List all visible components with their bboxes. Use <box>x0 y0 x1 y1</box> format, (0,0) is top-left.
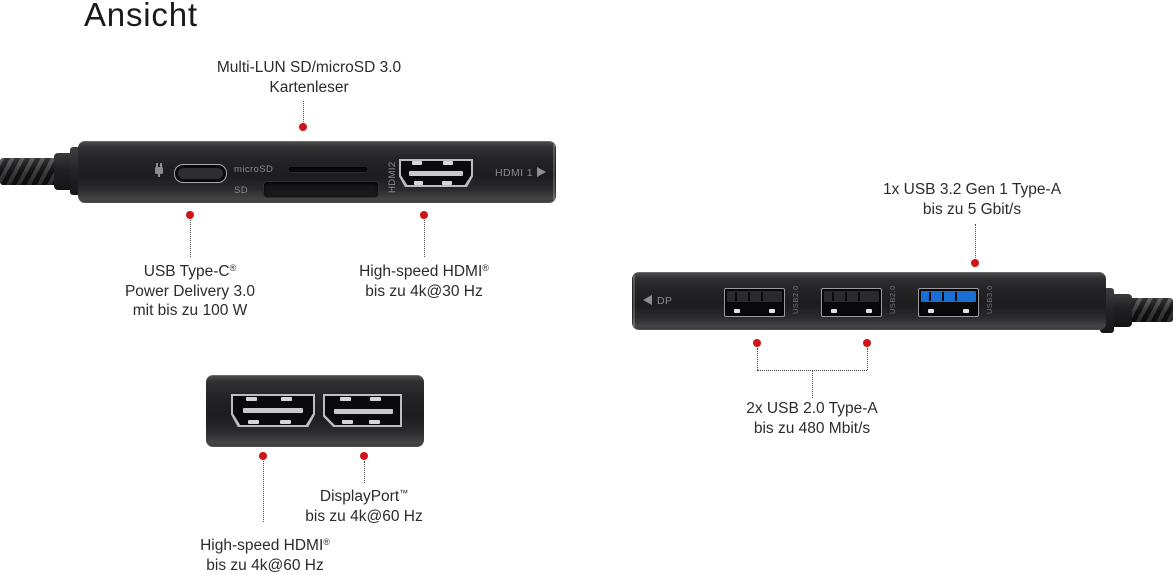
device-right-hub-edge-highlight <box>633 275 635 327</box>
port-hdmi-bottom-nub-bl <box>248 420 259 424</box>
leader-line-hdmi-bottom <box>263 461 264 522</box>
port-usb-3-0-tab-r <box>963 309 969 314</box>
port-hdmi-2[interactable] <box>399 159 473 187</box>
device-top-hub: microSD SD HDMI2 HDMI 1 <box>78 141 556 203</box>
callout-usb32-line1: 1x USB 3.2 Gen 1 Type-A <box>867 180 1077 200</box>
marker-dot-usb-c <box>186 211 194 219</box>
port-usb-2-0-a-tab-l <box>734 309 740 314</box>
port-usb-2-0-a-pin-2 <box>748 292 750 301</box>
port-displayport-tongue <box>334 409 393 414</box>
port-hdmi-bottom-nub-tl <box>246 397 257 401</box>
silk-label-dp: DP <box>657 295 672 307</box>
callout-hdmi-top-line2: bis zu 4k@30 Hz <box>334 282 514 302</box>
callout-hdmi-top: High-speed HDMI® bis zu 4k@30 Hz <box>334 259 514 301</box>
port-hdmi-2-nub-br <box>442 181 452 185</box>
callout-hdmi-top-line1: High-speed HDMI® <box>334 259 514 282</box>
port-usb-3-0[interactable] <box>918 288 979 317</box>
port-hdmi-2-nub-tr <box>443 161 453 165</box>
callout-usb-c: USB Type-C® Power Delivery 3.0 mit bis z… <box>100 259 280 321</box>
cable-sheen-right <box>1128 298 1173 322</box>
port-displayport-nub-br <box>369 420 380 424</box>
port-displayport-nub-tr <box>370 397 381 401</box>
callout-usb-c-line2: Power Delivery 3.0 <box>100 282 280 302</box>
cable-braided-right <box>1128 298 1173 322</box>
port-usb-2-0-b-pin-1 <box>832 292 834 301</box>
port-usb-2-0-a-tab-r <box>769 309 775 314</box>
slot-sd[interactable] <box>263 181 379 198</box>
callout-displayport-line1: DisplayPort™ <box>274 484 454 507</box>
leader-line-usb20-b <box>867 348 868 370</box>
port-usb-2-0-a-pin-1 <box>735 292 737 301</box>
silk-label-microsd: microSD <box>234 164 273 175</box>
port-displayport-nub-tl <box>340 397 351 401</box>
silk-label-usb20-a: USB2.0 <box>791 285 800 314</box>
port-usb-2-0-a[interactable] <box>724 288 785 317</box>
callout-card-reader: Multi-LUN SD/microSD 3.0 Kartenleser <box>199 58 419 97</box>
leader-line-hdmi-top <box>424 220 425 257</box>
port-hdmi-bottom-tongue <box>243 408 304 414</box>
marker-dot-usb20-b <box>863 339 871 347</box>
port-usb-2-0-b[interactable] <box>821 288 882 317</box>
marker-dot-hdmi-bottom <box>259 452 267 460</box>
port-displayport-nub-bl <box>342 420 353 424</box>
callout-usb20-line2: bis zu 480 Mbit/s <box>722 419 902 439</box>
arrow-left-icon-dp <box>643 295 652 305</box>
arrow-right-icon-hdmi1 <box>537 167 546 177</box>
port-hdmi-2-nub-bl <box>414 181 424 185</box>
marker-dot-usb32 <box>971 259 979 267</box>
marker-dot-displayport <box>360 452 368 460</box>
port-usb-2-0-b-pin-2 <box>845 292 847 301</box>
leader-line-usb20-a <box>757 348 758 370</box>
leader-line-usb32 <box>975 224 976 260</box>
port-usb-c-cavity <box>178 168 223 179</box>
callout-usb20-line1: 2x USB 2.0 Type-A <box>722 399 902 419</box>
callout-displayport: DisplayPort™ bis zu 4k@60 Hz <box>274 484 454 526</box>
callout-usb32-line2: bis zu 5 Gbit/s <box>867 200 1077 220</box>
callout-usb32: 1x USB 3.2 Gen 1 Type-A bis zu 5 Gbit/s <box>867 180 1077 219</box>
leader-line-usb-c <box>190 220 191 257</box>
port-hdmi-bottom-nub-br <box>280 420 291 424</box>
port-hdmi-bottom-nub-tr <box>281 397 292 401</box>
port-usb-3-0-pin-1 <box>929 292 931 301</box>
cable-braided-left <box>0 158 60 185</box>
slot-microsd[interactable] <box>289 167 367 172</box>
callout-displayport-line2: bis zu 4k@60 Hz <box>274 507 454 527</box>
device-right-hub: DP USB2.0 USB2.0 USB3.0 <box>632 272 1106 330</box>
callout-card-reader-line1: Multi-LUN SD/microSD 3.0 <box>199 58 419 78</box>
port-usb-3-0-tab-l <box>928 309 934 314</box>
callout-hdmi-bottom-line2: bis zu 4k@60 Hz <box>175 556 355 575</box>
device-top-hub-edge-highlight <box>553 144 555 200</box>
callout-card-reader-line2: Kartenleser <box>199 78 419 98</box>
leader-line-card-reader <box>303 101 304 124</box>
device-bottom-hub <box>206 375 424 447</box>
callout-usb-c-line3: mit bis zu 100 W <box>100 301 280 321</box>
port-hdmi-2-nub-tl <box>412 161 422 165</box>
marker-dot-hdmi-top <box>420 211 428 219</box>
port-hdmi-2-tongue <box>409 171 462 176</box>
port-usb-2-0-b-tab-l <box>831 309 837 314</box>
marker-dot-usb20-a <box>753 339 761 347</box>
callout-usb20: 2x USB 2.0 Type-A bis zu 480 Mbit/s <box>722 399 902 438</box>
leader-line-usb20-drop <box>812 370 813 398</box>
leader-line-displayport <box>364 461 365 483</box>
marker-dot-card-reader <box>299 123 307 131</box>
port-hdmi-bottom[interactable] <box>231 394 315 427</box>
silk-label-usb30: USB3.0 <box>985 285 994 314</box>
port-usb-c[interactable] <box>174 164 227 183</box>
port-usb-2-0-a-pin-3 <box>761 292 763 301</box>
callout-usb-c-line1: USB Type-C® <box>100 259 280 282</box>
callout-hdmi-bottom-line1: High-speed HDMI® <box>175 533 355 556</box>
cable-sheen-left <box>0 158 60 185</box>
port-usb-2-0-b-pin-3 <box>858 292 860 301</box>
silk-label-hdmi1: HDMI 1 <box>495 167 533 179</box>
port-displayport[interactable] <box>323 394 402 427</box>
port-usb-3-0-pin-2 <box>942 292 944 301</box>
port-usb-2-0-b-tab-r <box>866 309 872 314</box>
port-usb-3-0-pin-3 <box>955 292 957 301</box>
silk-label-sd: SD <box>234 185 248 196</box>
silk-label-usb20-b: USB2.0 <box>888 285 897 314</box>
silk-label-hdmi2: HDMI2 <box>387 161 398 193</box>
page-title: Ansicht <box>84 0 198 34</box>
power-plug-icon <box>153 163 165 177</box>
